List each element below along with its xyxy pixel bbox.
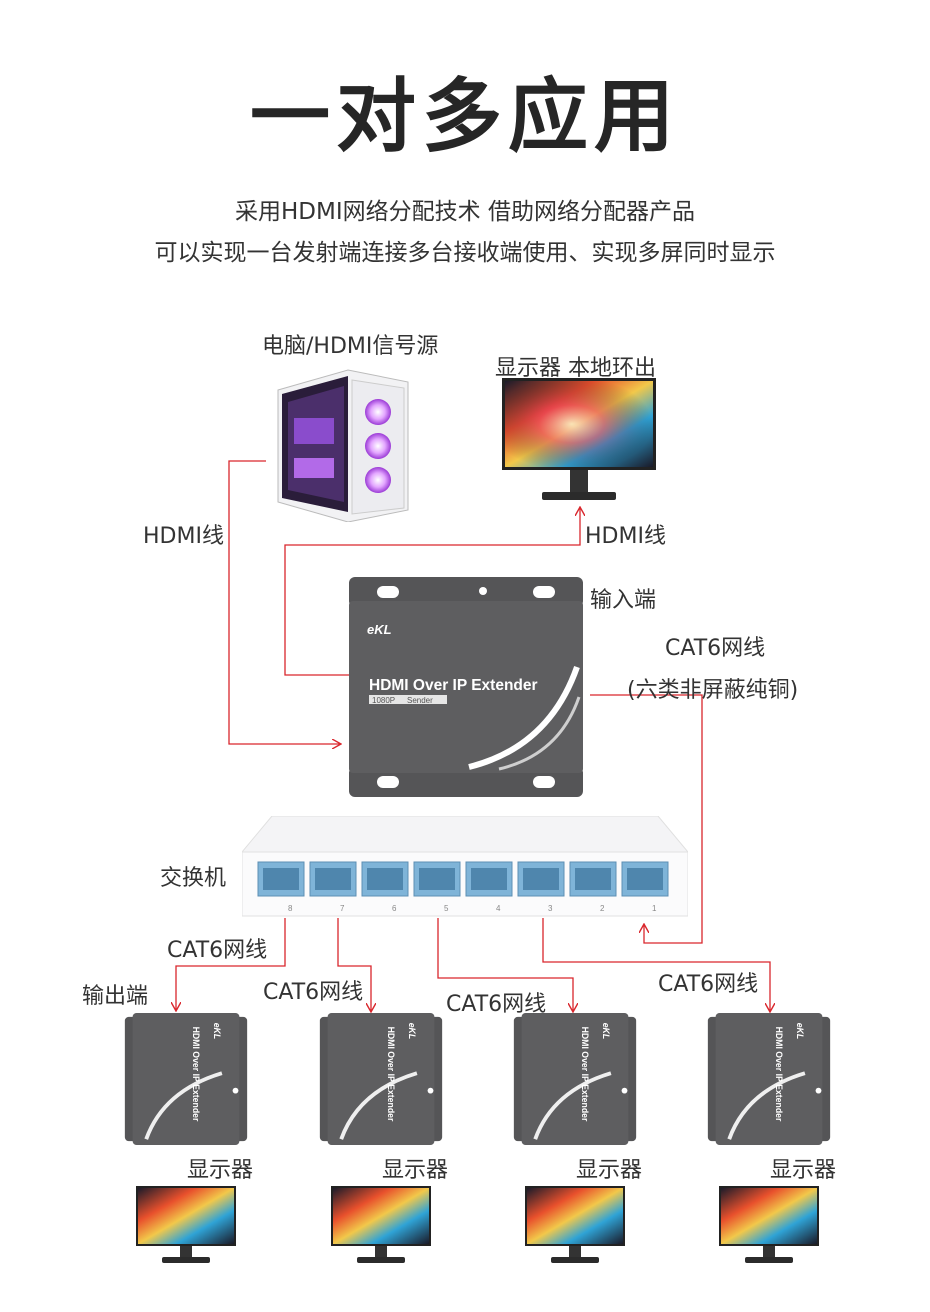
wire-sender-to-monitor [284,508,580,676]
receiver-name: HDMI Over IP Extender [386,1027,396,1122]
receiver-name: HDMI Over IP Extender [191,1027,201,1122]
switch-port-number: 4 [496,904,501,913]
subtitle-line-1: 采用HDMI网络分配技术 借助网络分配器产品 [235,199,695,225]
label-source: 电脑/HDMI信号源 [262,334,439,359]
label-input-end: 输入端 [590,588,657,613]
display-monitor-icon [525,1186,625,1263]
label-hdmi-right: HDMI线 [585,524,666,549]
sender-resolution: 1080P [372,696,395,705]
sender-extender: eKL HDMI Over IP Extender 1080P Sender [349,577,583,797]
pc-tower-icon [277,369,409,522]
label-cat6-1: CAT6网线 [167,938,268,963]
switch-port-number: 7 [340,904,345,913]
receiver-brand: eKL [212,1023,222,1039]
receiver-extender: HDMI Over IP Extender eKL [513,1013,637,1145]
label-local-monitor: 显示器 本地环出 [495,356,656,381]
page-title: 一对多应用 [250,69,680,163]
label-display: 显示器 [187,1158,254,1183]
receiver-name: HDMI Over IP Extender [580,1027,590,1122]
wire-switch-to-rx3 [437,918,573,1011]
switch-port: 2 [569,861,617,913]
switch-port-number: 8 [288,904,293,913]
label-switch: 交换机 [160,866,227,891]
display-monitor-icon [136,1186,236,1263]
receiver-name: HDMI Over IP Extender [774,1027,784,1122]
wire-switch-to-rx1 [176,918,286,1010]
switch-port: 1 [621,861,669,913]
switch-port: 8 [257,861,305,913]
receiver-extender: HDMI Over IP Extender eKL [707,1013,831,1145]
switch-port: 4 [465,861,513,913]
switch-port: 6 [361,861,409,913]
subtitle-line-2: 可以实现一台发射端连接多台接收端使用、实现多屏同时显示 [154,240,776,266]
receiver-extender: HDMI Over IP Extender eKL [124,1013,248,1145]
label-cat6-3: CAT6网线 [446,992,547,1017]
wire-switch-to-rx2 [337,918,371,1011]
sender-name: HDMI Over IP Extender [369,677,538,694]
label-hdmi-left: HDMI线 [143,524,224,549]
label-display: 显示器 [382,1158,449,1183]
label-cat6-4: CAT6网线 [658,972,759,997]
switch-port: 3 [517,861,565,913]
label-cat6-note: (六类非屏蔽纯铜) [627,678,799,703]
switch-port-number: 2 [600,904,605,913]
label-cat6-2: CAT6网线 [263,980,364,1005]
wire-sender-to-switch [590,694,703,944]
label-cat6-main: CAT6网线 [665,636,766,661]
sender-brand: eKL [367,622,392,637]
switch-port-number: 1 [652,904,657,913]
switch-port: 5 [413,861,461,913]
switch-port-number: 5 [444,904,449,913]
label-output-end: 输出端 [82,984,149,1009]
receiver-brand: eKL [795,1023,805,1039]
wire-switch-to-rx4 [542,918,770,1011]
display-monitor-icon [331,1186,431,1263]
network-switch: 8 7 6 5 4 3 2 1 [242,816,688,917]
switch-port-number: 3 [548,904,553,913]
display-monitor-icon [719,1186,819,1263]
receiver-brand: eKL [407,1023,417,1039]
wire-pc-to-sender [228,460,340,744]
local-monitor-icon [502,378,656,500]
switch-port: 7 [309,861,357,913]
sender-role: Sender [407,696,433,705]
receiver-extender: HDMI Over IP Extender eKL [319,1013,443,1145]
label-display: 显示器 [576,1158,643,1183]
switch-port-number: 6 [392,904,397,913]
receiver-brand: eKL [601,1023,611,1039]
label-display: 显示器 [770,1158,837,1183]
